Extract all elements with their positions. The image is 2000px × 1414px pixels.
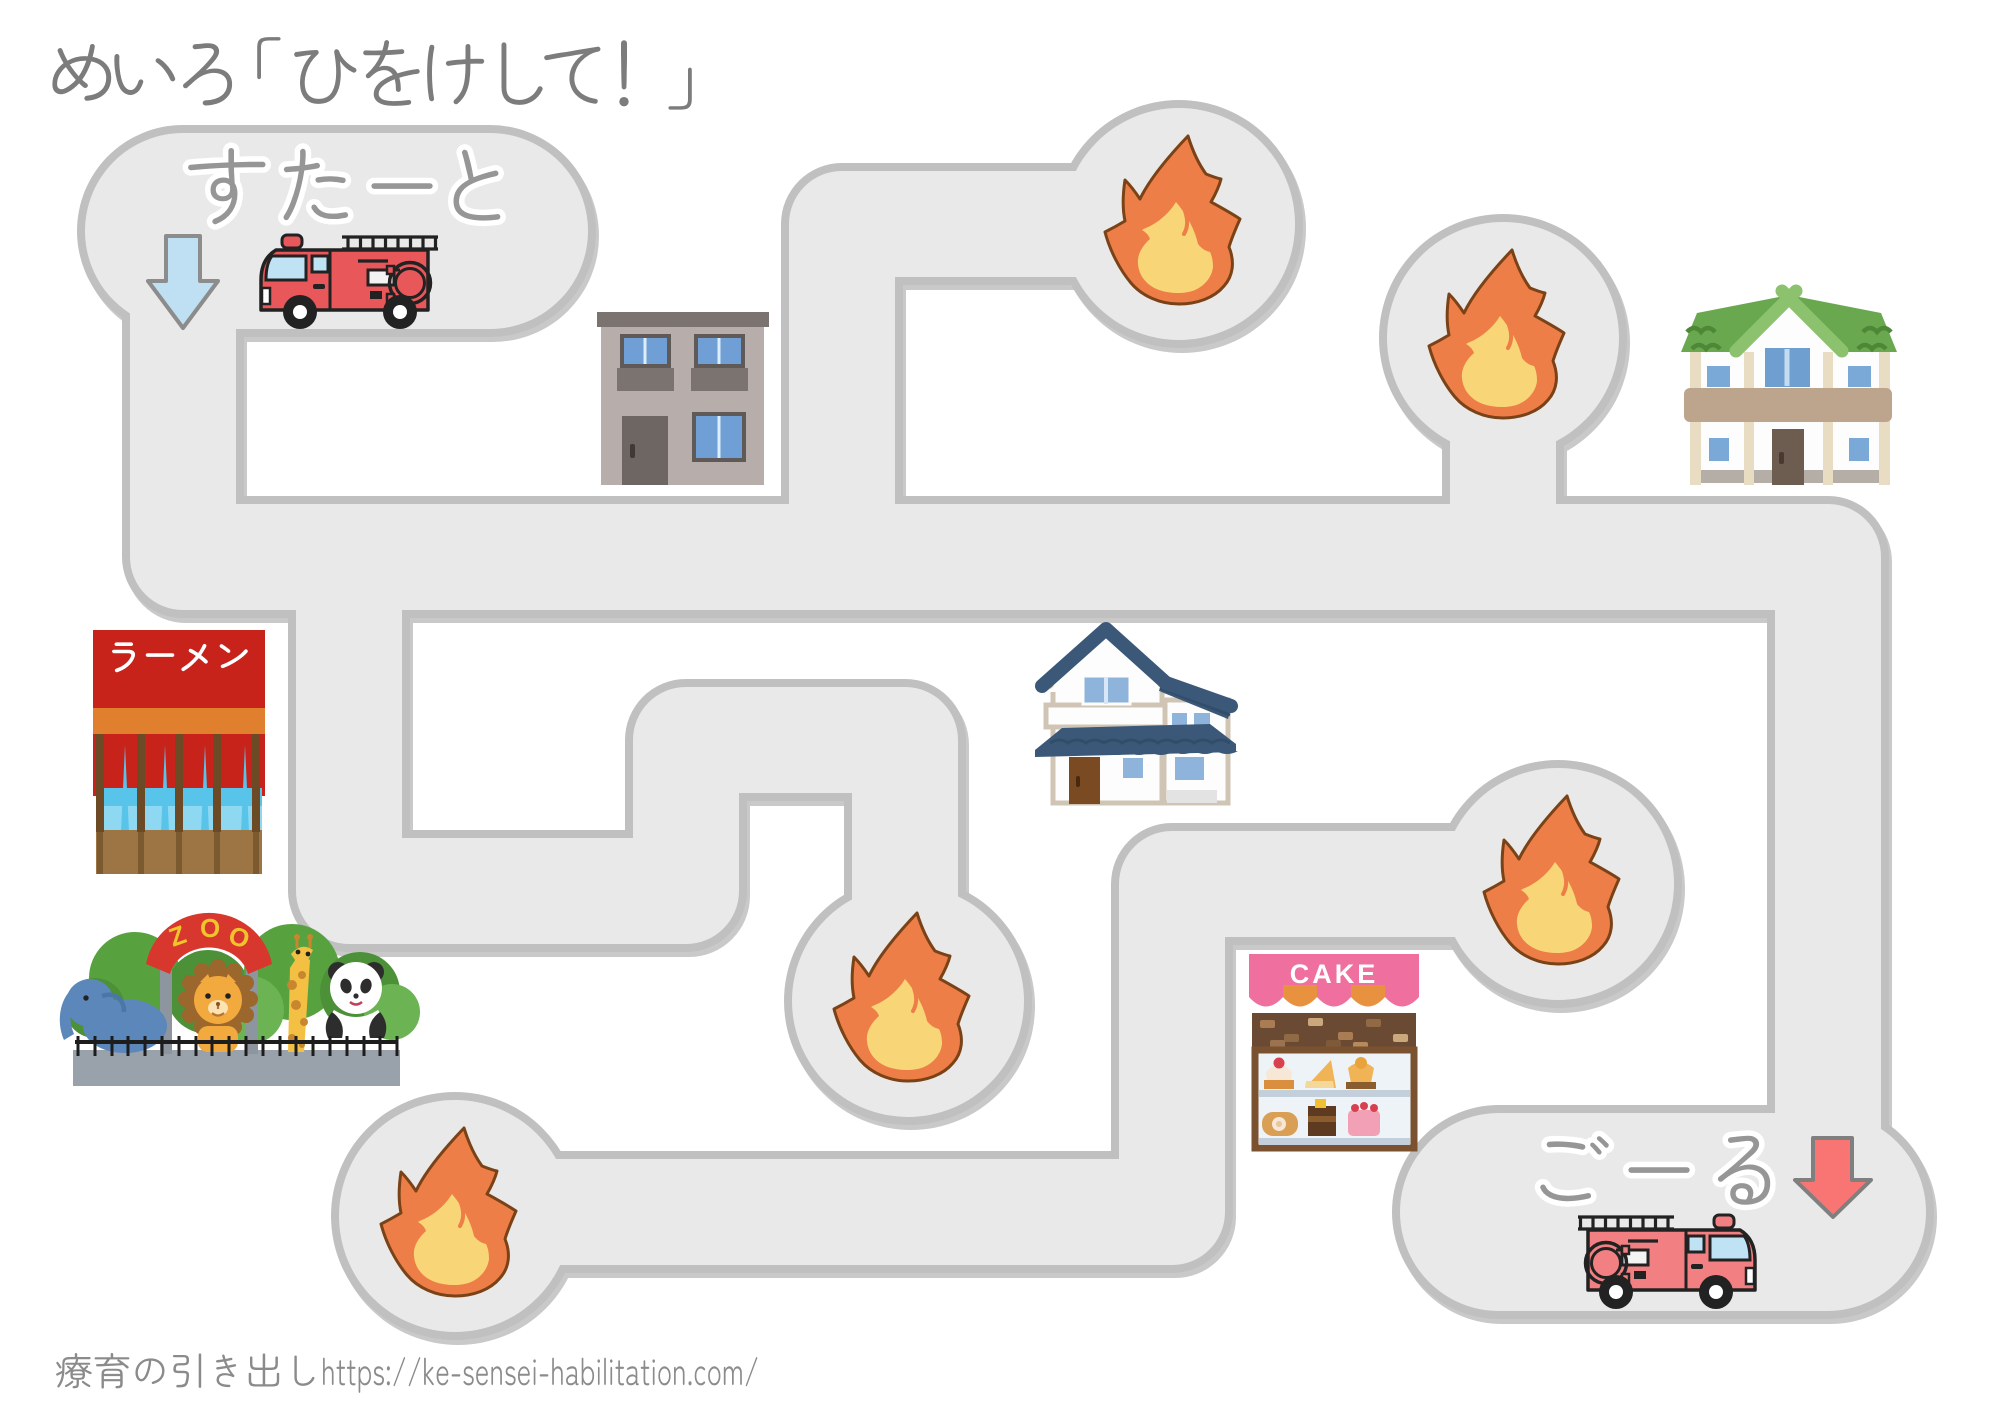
svg-text:O: O: [200, 913, 220, 943]
svg-text:CAKE: CAKE: [1290, 959, 1379, 989]
